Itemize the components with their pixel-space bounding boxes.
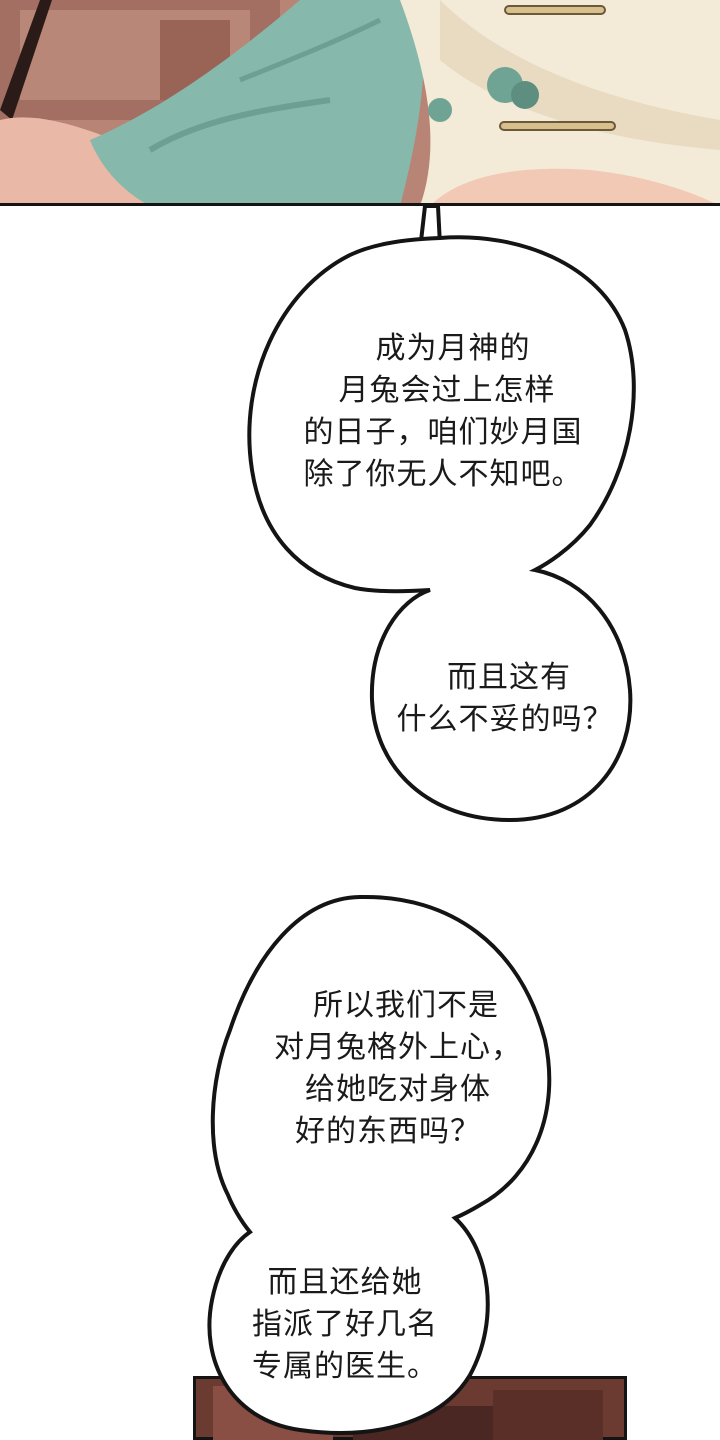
bubble-4-line-3: 专属的医生。	[252, 1349, 438, 1384]
bubble-2-line-1: 而且这有	[447, 660, 571, 695]
bubble-1-text: 成为月神的 月兔会过上怎样 的日子，咱们妙月国 除了你无人不知吧。	[278, 328, 608, 496]
top-illustration-panel	[0, 0, 720, 206]
bubble-3-line-3: 给她吃对身体	[305, 1072, 491, 1107]
bubble-1-line-1: 成为月神的	[375, 331, 531, 366]
bubble-1-line-2: 月兔会过上怎样	[338, 373, 556, 408]
bubble-3-text: 所以我们不是 对月兔格外上心， 给她吃对身体 好的东西吗？	[258, 985, 538, 1153]
bubble-1-line-3: 的日子，咱们妙月国	[303, 415, 583, 450]
bubble-4-line-2: 指派了好几名	[252, 1307, 438, 1342]
bubble-4-text: 而且还给她 指派了好几名 专属的医生。	[230, 1262, 460, 1388]
bubble-3-line-1: 所以我们不是	[313, 988, 499, 1023]
bubble-2-text: 而且这有 什么不妥的吗？	[385, 657, 625, 741]
bubble-1-line-4: 除了你无人不知吧。	[303, 457, 583, 492]
bubble-4-line-1: 而且还给她	[267, 1265, 423, 1300]
bubble-3-line-4: 好的东西吗？	[295, 1114, 481, 1149]
top-illustration	[0, 0, 720, 206]
bubble-2-line-2: 什么不妥的吗？	[396, 702, 614, 737]
bubble-3-line-2: 对月兔格外上心，	[274, 1030, 522, 1065]
